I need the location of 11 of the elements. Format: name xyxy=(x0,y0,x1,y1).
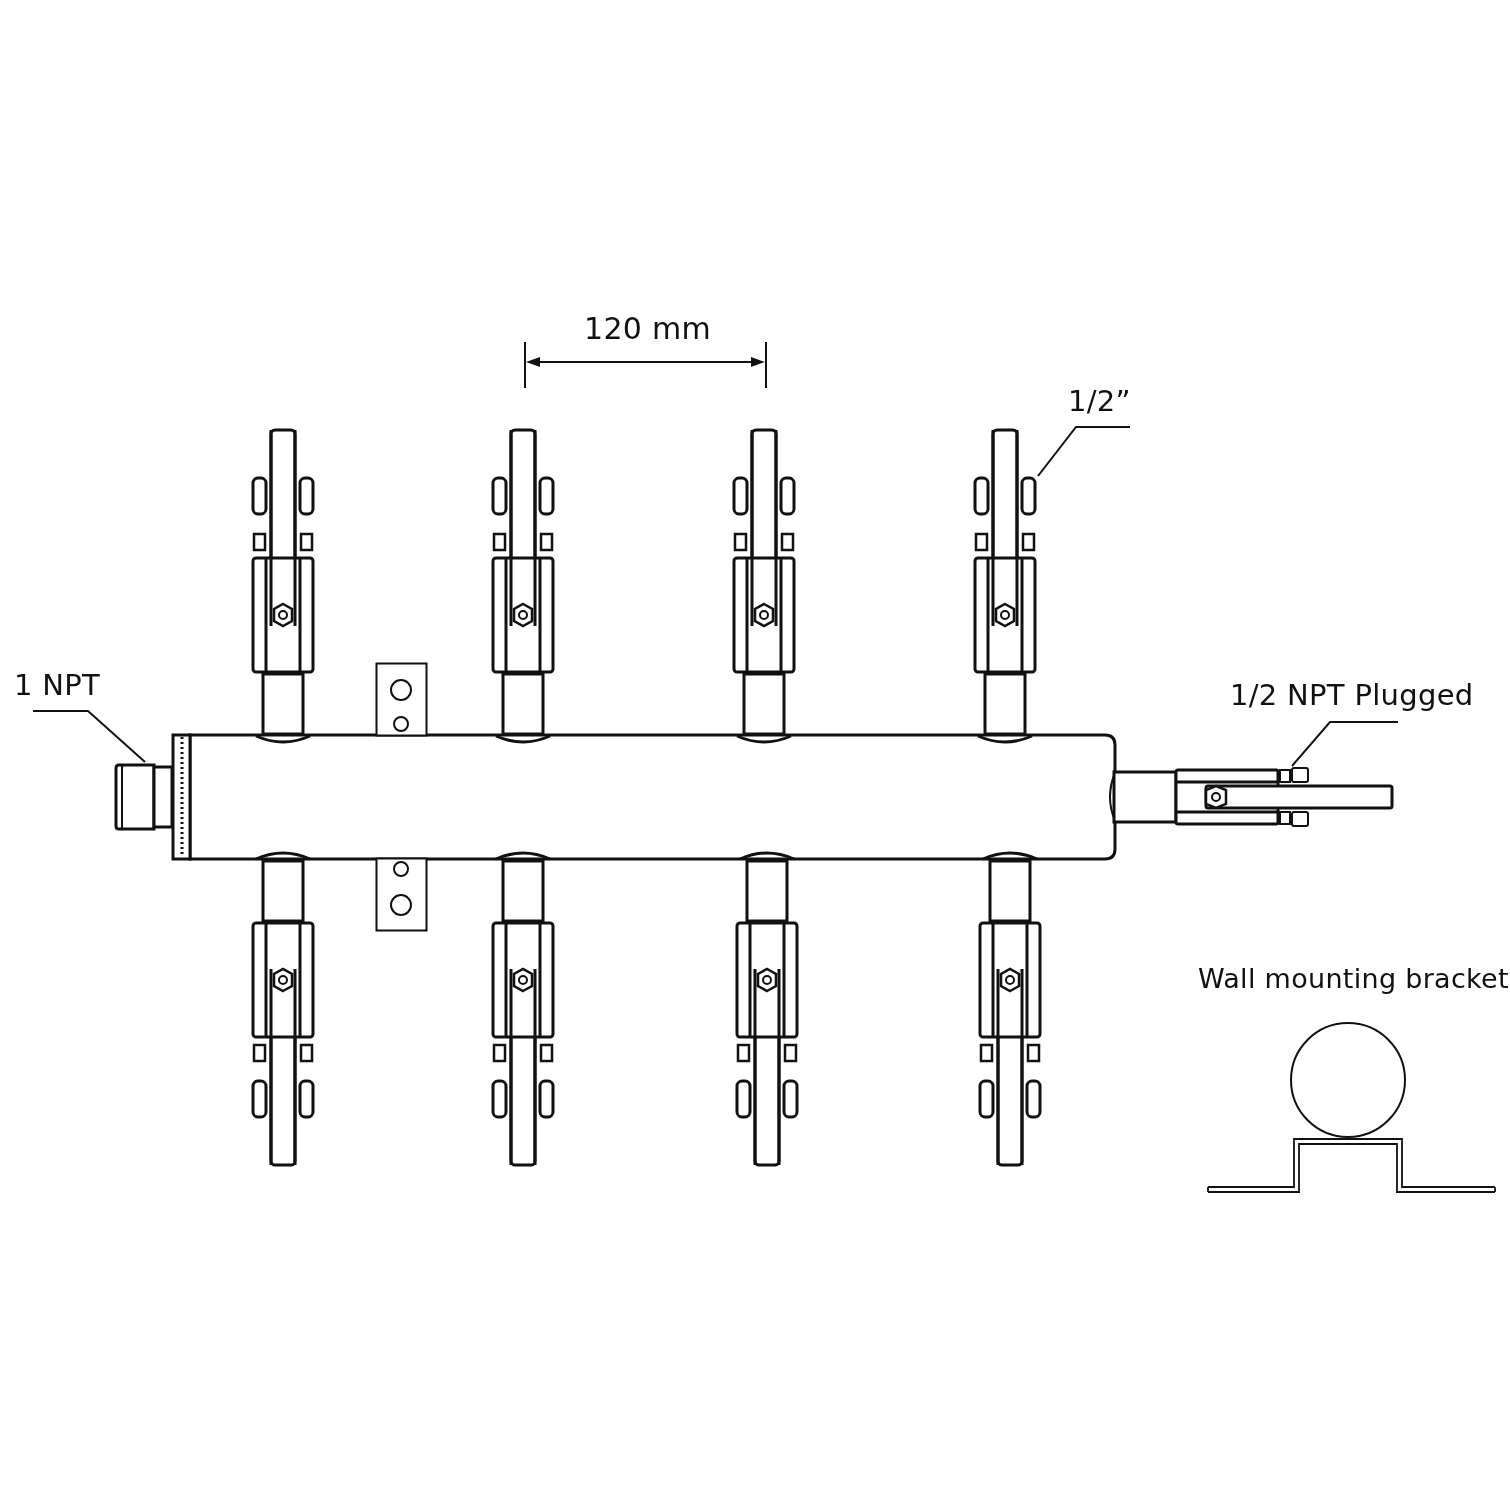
callout-label: 1/2 NPT Plugged xyxy=(1230,680,1474,712)
caption-label: Wall mounting bracket xyxy=(1198,964,1509,994)
leader-line xyxy=(32,710,146,763)
dimension-label: 120 mm xyxy=(584,312,712,345)
leader-line xyxy=(1291,721,1399,767)
plugged-valve-drawing xyxy=(1110,766,1396,828)
ball-valve-drawing xyxy=(972,426,1038,742)
callout-label: 1 NPT xyxy=(14,670,101,702)
threaded-inlet-drawing xyxy=(114,762,174,832)
callout-label: 1/2” xyxy=(1068,386,1131,418)
leader-line xyxy=(1037,426,1131,477)
